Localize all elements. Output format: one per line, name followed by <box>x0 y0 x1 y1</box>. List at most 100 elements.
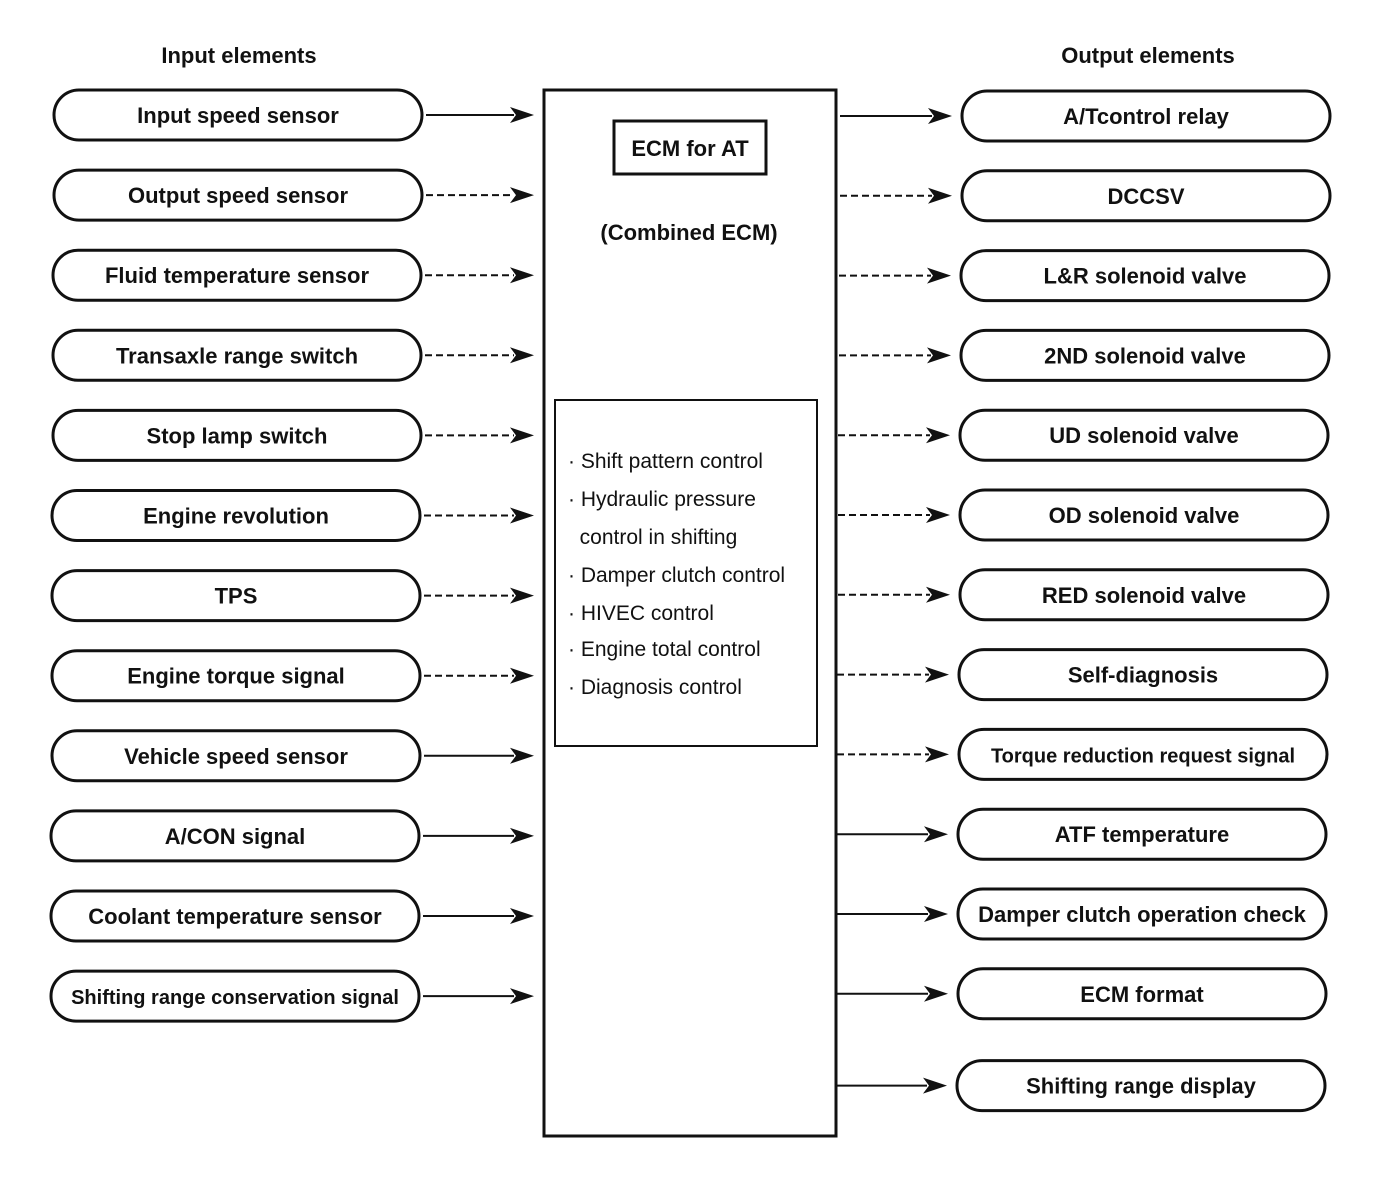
output-arrow-damper-clutch-operation-check <box>836 906 948 922</box>
input-vehicle-speed-sensor: Vehicle speed sensor <box>50 729 422 783</box>
output-ecm-format: ECM format <box>956 967 1328 1021</box>
pill-outline <box>49 969 421 1023</box>
output-arrow-ecm-format <box>836 985 948 1002</box>
ecm-function-item: · Damper clutch control <box>568 564 785 587</box>
arrowhead-icon <box>510 507 534 524</box>
pill-label: Damper clutch operation check <box>978 902 1306 927</box>
arrowhead-icon <box>510 667 534 684</box>
pill-label: Input speed sensor <box>137 103 339 128</box>
arrowhead-icon <box>510 988 534 1005</box>
input-arrow-a-con-signal <box>423 827 534 844</box>
pill-outline <box>958 568 1330 622</box>
input-arrow-engine-revolution <box>424 507 534 524</box>
input-arrow-vehicle-speed-sensor <box>424 747 534 764</box>
pill-label: RED solenoid valve <box>1042 583 1246 608</box>
output-arrow-l-r-solenoid-valve <box>839 267 951 284</box>
pill-label: Vehicle speed sensor <box>124 744 348 769</box>
pill-label: A/CON signal <box>165 824 306 849</box>
pill-label: A/Tcontrol relay <box>1063 104 1230 129</box>
arrowhead-icon <box>926 586 950 603</box>
pill-outline <box>50 569 422 623</box>
input-coolant-temperature-sensor: Coolant temperature sensor <box>49 889 421 943</box>
pill-label: Engine torque signal <box>127 664 345 689</box>
output-od-solenoid-valve: OD solenoid valve <box>958 488 1330 542</box>
output-arrow-a-tcontrol-relay <box>840 108 952 124</box>
pill-label: TPS <box>215 584 258 609</box>
pill-label: Coolant temperature sensor <box>88 904 382 929</box>
pill-label: Shifting range conservation signal <box>71 987 399 1009</box>
ecm-functions-list: · Shift pattern control · Hydraulic pres… <box>568 450 785 699</box>
pill-label: DCCSV <box>1107 184 1184 209</box>
arrowhead-icon <box>928 187 952 204</box>
arrowhead-icon <box>510 827 534 844</box>
input-tps: TPS <box>50 569 422 623</box>
ecm-title-box <box>612 119 768 176</box>
output-shifting-range-display: Shifting range display <box>955 1059 1327 1113</box>
output-arrow-dccsv <box>840 187 952 204</box>
output-elements-heading: Output elements <box>1061 43 1235 68</box>
output-arrow-red-solenoid-valve <box>838 586 950 603</box>
pill-label: Torque reduction request signal <box>991 745 1295 767</box>
pill-outline <box>956 887 1328 941</box>
input-shifting-range-conservation-signal: Shifting range conservation signal <box>49 969 421 1023</box>
output-arrow-self-diagnosis <box>837 666 949 683</box>
pill-outline <box>960 169 1332 223</box>
ecm-function-item: · HIVEC control <box>568 602 714 625</box>
pill-outline <box>50 729 422 783</box>
arrowhead-icon <box>510 347 534 364</box>
output-l-r-solenoid-valve: L&R solenoid valve <box>959 249 1331 303</box>
pill-outline <box>958 488 1330 542</box>
arrowhead-icon <box>510 587 534 604</box>
pill-outline <box>956 807 1328 861</box>
pill-label: 2ND solenoid valve <box>1044 343 1246 368</box>
pill-label: Shifting range display <box>1026 1074 1257 1099</box>
output-red-solenoid-valve: RED solenoid valve <box>958 568 1330 622</box>
pill-outline <box>49 889 421 943</box>
ecm-function-item: control in shifting <box>568 526 737 549</box>
arrowhead-icon <box>510 747 534 764</box>
input-engine-torque-signal: Engine torque signal <box>50 649 422 703</box>
pill-label: Transaxle range switch <box>116 343 358 368</box>
pill-label: ECM format <box>1080 982 1204 1007</box>
output-2nd-solenoid-valve: 2ND solenoid valve <box>959 328 1331 382</box>
arrowhead-icon <box>927 347 951 364</box>
pill-label: OD solenoid valve <box>1049 503 1240 528</box>
input-input-speed-sensor: Input speed sensor <box>52 88 424 142</box>
arrowhead-icon <box>924 906 948 922</box>
pill-label: Output speed sensor <box>128 183 348 208</box>
output-arrow-od-solenoid-valve <box>838 507 950 523</box>
pill-outline <box>50 489 422 542</box>
ecm-function-item: · Diagnosis control <box>568 676 742 699</box>
input-stop-lamp-switch: Stop lamp switch <box>51 408 423 462</box>
input-arrow-output-speed-sensor <box>426 187 534 204</box>
pill-outline <box>960 89 1332 143</box>
input-arrow-shifting-range-conservation-signal <box>423 988 534 1005</box>
input-elements-heading: Input elements <box>161 43 316 68</box>
pill-outline <box>52 168 424 222</box>
ecm-functions-box <box>554 399 818 747</box>
arrowhead-icon <box>928 108 952 124</box>
arrowhead-icon <box>925 746 949 763</box>
output-self-diagnosis: Self-diagnosis <box>957 648 1329 702</box>
arrowhead-icon <box>925 666 949 683</box>
pill-outline <box>959 249 1331 303</box>
pill-label: L&R solenoid valve <box>1044 264 1247 289</box>
pill-outline <box>957 648 1329 702</box>
pill-label: UD solenoid valve <box>1049 423 1239 448</box>
pill-label: Engine revolution <box>143 504 329 529</box>
input-a-con-signal: A/CON signal <box>49 809 421 863</box>
arrowhead-icon <box>510 267 534 284</box>
pill-outline <box>51 248 423 302</box>
output-arrow-shifting-range-display <box>835 1077 947 1094</box>
input-output-speed-sensor: Output speed sensor <box>52 168 424 222</box>
arrowhead-icon <box>510 187 534 204</box>
input-fluid-temperature-sensor: Fluid temperature sensor <box>51 248 423 302</box>
input-arrow-tps <box>424 587 534 604</box>
pill-outline <box>51 328 423 382</box>
pill-outline <box>958 408 1330 462</box>
output-dccsv: DCCSV <box>960 169 1332 223</box>
input-arrow-transaxle-range-switch <box>425 347 534 364</box>
output-arrow-torque-reduction-request-signal <box>837 746 949 763</box>
pill-outline <box>956 967 1328 1021</box>
